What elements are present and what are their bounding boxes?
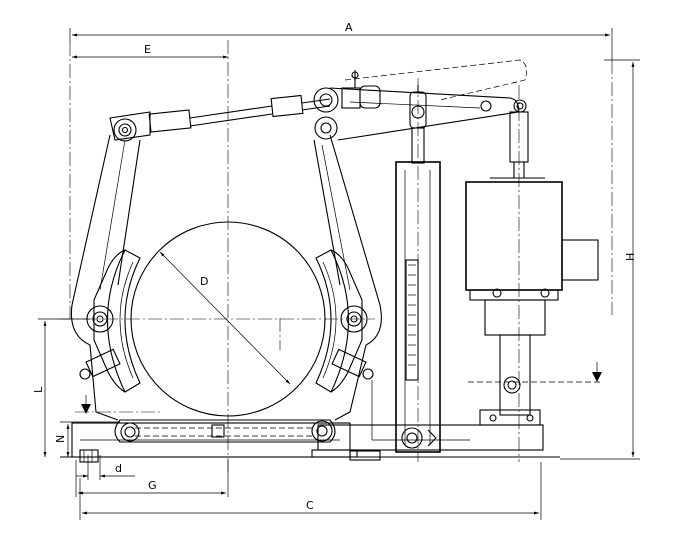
- left-brake-arm: [70, 134, 141, 421]
- level-indicator: [371, 85, 470, 453]
- dim-label-h: H: [624, 253, 637, 261]
- left-brake-shoe: [93, 249, 141, 393]
- shoe-adjusters: [79, 348, 374, 380]
- dim-label-c: C: [306, 499, 314, 512]
- dimension-d: d: [76, 455, 135, 480]
- brake-drum: D: [130, 221, 326, 417]
- dim-label-l: L: [32, 386, 45, 393]
- dimension-E: E: [72, 43, 228, 59]
- dim-label-d-diameter: D: [200, 275, 208, 288]
- level-scale: [408, 264, 416, 366]
- top-pull-rod: [109, 94, 331, 142]
- dim-label-e: E: [144, 43, 151, 56]
- thruster-motor: [465, 111, 600, 426]
- lower-link-bar: [114, 419, 336, 443]
- dimension-G: G: [75, 460, 229, 497]
- dimension-C: C: [79, 462, 542, 520]
- right-brake-arm: [313, 134, 382, 421]
- right-brake-shoe: [315, 249, 363, 393]
- reference-arrows: [81, 362, 602, 414]
- dimension-N: N: [54, 421, 120, 457]
- dim-label-g: G: [148, 479, 157, 492]
- brake-base: [60, 422, 560, 463]
- dimension-H: H: [560, 59, 640, 460]
- dim-label-d: d: [115, 462, 122, 475]
- dim-label-a: A: [345, 21, 353, 34]
- dim-label-n: N: [54, 435, 67, 443]
- dimension-A: A: [69, 21, 613, 60]
